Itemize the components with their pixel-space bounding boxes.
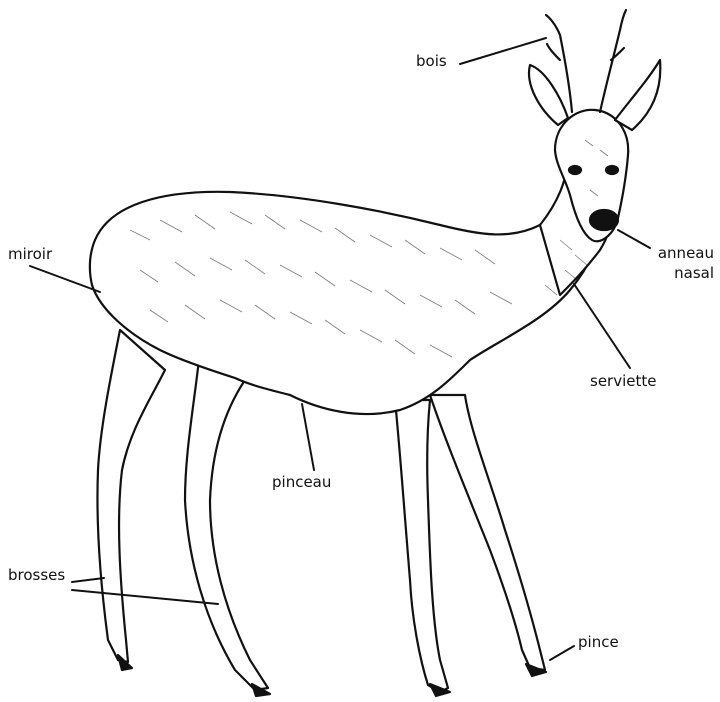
front-leg-back [395, 400, 448, 692]
leader-serviette [574, 284, 630, 368]
hind-leg-back [97, 330, 165, 662]
deer-drawing [90, 10, 660, 696]
deer-eye-left [569, 166, 581, 174]
label-brosses: brosses [8, 566, 65, 584]
hind-leg-front [185, 350, 268, 690]
leader-anneau [618, 230, 650, 248]
leader-bois [460, 38, 546, 64]
left-ear [529, 65, 568, 125]
deer-body [90, 185, 601, 414]
label-bois: bois [416, 52, 447, 70]
label-anneau: anneau [652, 244, 714, 262]
front-leg-front [430, 395, 545, 670]
antler-right [600, 10, 626, 112]
leader-brosses-1 [72, 578, 104, 582]
label-miroir: miroir [8, 245, 52, 263]
label-pinceau: pinceau [272, 473, 331, 491]
leader-pinceau [302, 404, 314, 470]
deer-nose [590, 210, 618, 230]
leader-brosses-2 [72, 590, 218, 604]
label-nasal: nasal [652, 264, 714, 282]
leader-pince [550, 646, 574, 660]
label-serviette: serviette [590, 372, 656, 390]
deer-eye-right [606, 166, 618, 174]
right-ear [615, 60, 660, 130]
label-pince: pince [578, 633, 619, 651]
